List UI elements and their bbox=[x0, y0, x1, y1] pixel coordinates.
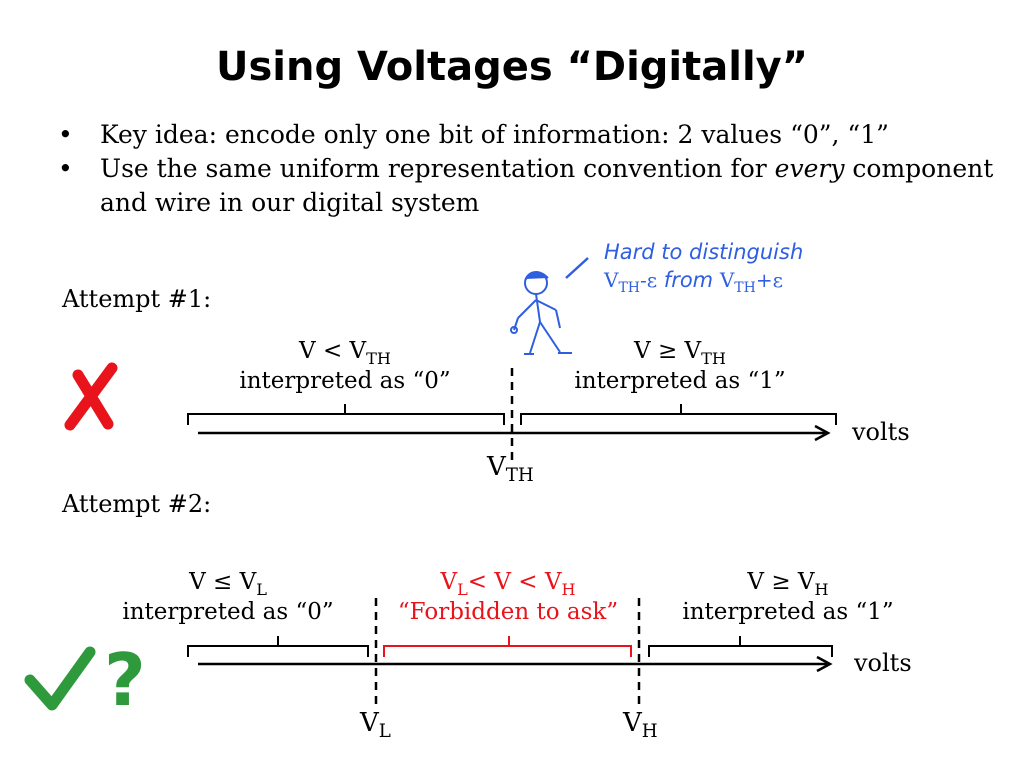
attempt-1-heading: Attempt #1: bbox=[62, 285, 212, 313]
brace-right-1 bbox=[520, 404, 837, 425]
bullet-list: • Key idea: encode only one bit of infor… bbox=[58, 118, 998, 220]
brace-left-1 bbox=[187, 404, 505, 425]
axis-arrowhead-2 bbox=[816, 655, 833, 673]
axis-label-volts-1: volts bbox=[852, 418, 910, 446]
segment-label-low: V < VTH interpreted as “0” bbox=[239, 338, 451, 394]
bullet-text: Key idea: encode only one bit of informa… bbox=[100, 120, 889, 149]
segment-label-high: V ≥ VTH interpreted as “1” bbox=[574, 338, 786, 394]
segment-label-forbidden: VL< V < VH “Forbidden to ask” bbox=[397, 569, 619, 625]
annotation-epsilon: VTH-ε from VTH+ε bbox=[604, 268, 783, 296]
axis-label-volts-2: volts bbox=[854, 649, 912, 677]
page-title: Using Voltages “Digitally” bbox=[215, 44, 809, 90]
cross-mark-icon bbox=[64, 362, 118, 431]
question-mark-icon: ? bbox=[104, 638, 146, 722]
bullet-item: • Key idea: encode only one bit of infor… bbox=[58, 118, 998, 152]
segment-label-low-2: V ≤ VL interpreted as “0” bbox=[122, 569, 334, 625]
brace-mid-2 bbox=[383, 636, 632, 657]
attempt-2-heading: Attempt #2: bbox=[62, 490, 212, 518]
bullet-item: • Use the same uniform representation co… bbox=[58, 152, 998, 220]
vh-label: VH bbox=[623, 708, 658, 743]
check-mark-icon bbox=[24, 646, 96, 711]
threshold-label: VTH bbox=[487, 452, 534, 487]
segment-label-high-2: V ≥ VH interpreted as “1” bbox=[682, 569, 894, 625]
bullet-marker: • bbox=[58, 120, 73, 149]
annotation-hard-to-distinguish: Hard to distinguish bbox=[604, 240, 804, 264]
bullet-text: Use the same uniform representation conv… bbox=[100, 154, 994, 217]
vl-label: VL bbox=[360, 708, 391, 743]
speech-mark bbox=[565, 257, 589, 279]
stick-figure-icon bbox=[510, 271, 572, 355]
brace-left-2 bbox=[187, 636, 369, 657]
bullet-marker: • bbox=[58, 154, 73, 183]
brace-right-2 bbox=[648, 636, 833, 657]
axis-arrowhead-1 bbox=[814, 424, 831, 442]
